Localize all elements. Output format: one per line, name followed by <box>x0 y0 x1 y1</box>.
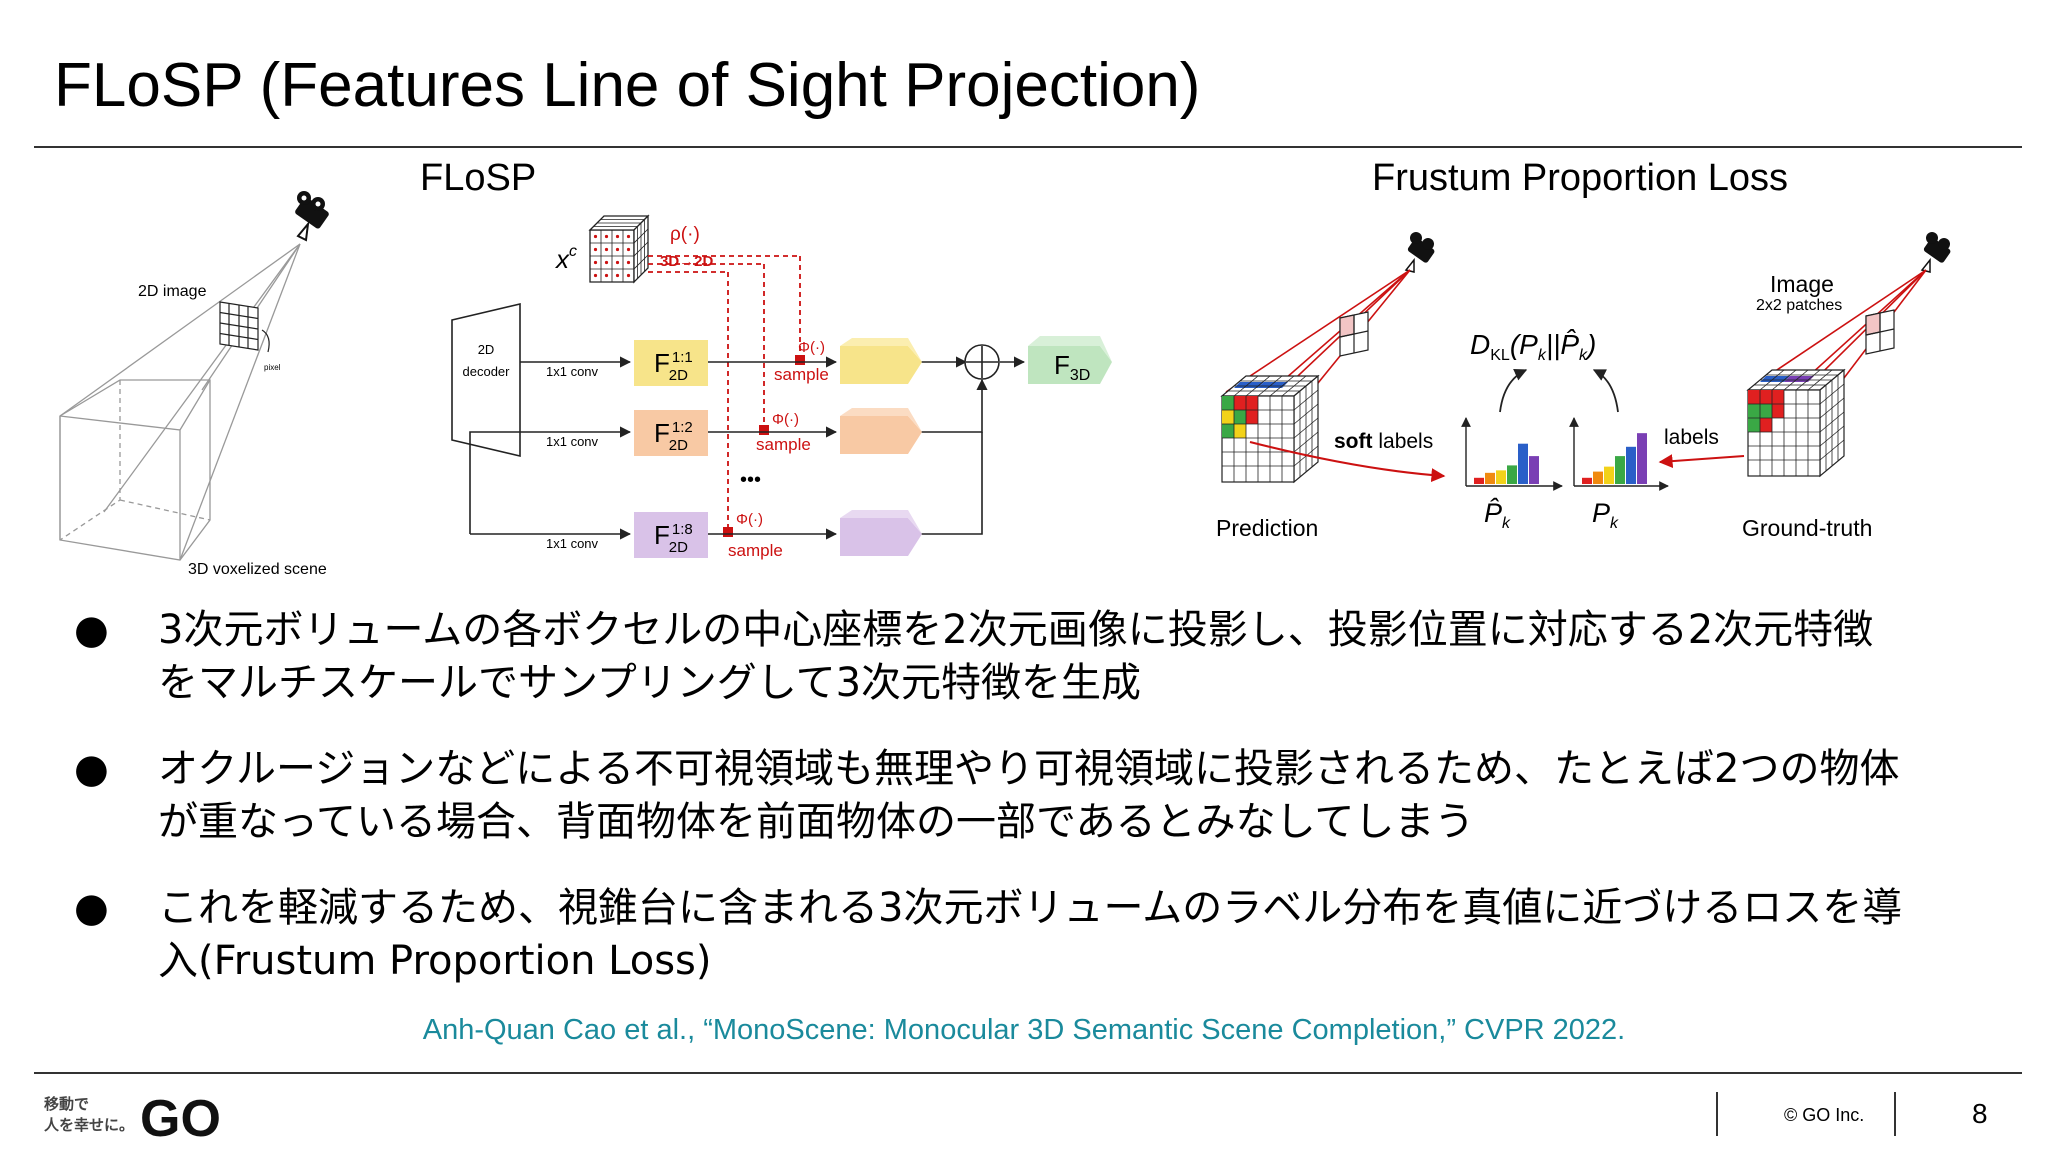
slide-title: FLoSP (Features Line of Sight Projection… <box>54 51 1201 120</box>
method-diagram: 2D image pixel 3D voxelized scene <box>59 191 1951 578</box>
bullet-list: ● 3次元ボリュームの各ボクセルの中心座標を2次元画像に投影し、投影位置に対応す… <box>74 604 2014 1021</box>
p-label: Pk <box>1592 498 1619 532</box>
decoder-label-2: decoder <box>463 364 511 379</box>
bullet-line: が重なっている場合、背面物体を前面物体の一部であるとみなしてしまう <box>158 799 1475 845</box>
bullet-line: 3次元ボリュームの各ボクセルの中心座標を2次元画像に投影し、投影位置に対応する2… <box>158 607 1874 653</box>
title-rule <box>34 146 2022 148</box>
copyright: © GO Inc. <box>1784 1105 1865 1125</box>
ground-truth-voxel-grid <box>1746 368 1846 478</box>
xc-label: xc <box>554 243 577 274</box>
sum-node <box>964 344 1000 380</box>
conv-label-1: 1x1 conv <box>546 364 599 379</box>
bullet-item: ● これを軽減するため、視錐台に含まれる3次元ボリュームのラベル分布を真値に近づ… <box>74 882 2014 988</box>
f2d-1-2-box <box>634 410 708 456</box>
frustum-proportion-loss: Prediction soft labels P̂k Pk DKL(Pk||P̂… <box>1216 232 1951 541</box>
sample-label-1: sample <box>774 365 829 384</box>
f3d-label: F3D <box>1054 350 1090 384</box>
citation: Anh-Quan Cao et al., “MonoScene: Monocul… <box>422 1014 1626 1046</box>
histogram-bar <box>1593 471 1603 484</box>
f3d-block <box>1028 336 1112 384</box>
p-hat-label: P̂k <box>1484 498 1511 532</box>
dkl-formula: DKL(Pk||P̂k) <box>1470 329 1596 364</box>
bullet-dot: ● <box>74 607 109 653</box>
image-label: 2D image <box>138 283 207 300</box>
bullet-line: これを軽減するため、視錐台に含まれる3次元ボリュームのラベル分布を真値に近づける… <box>158 885 1903 931</box>
flosp-heading: FLoSP <box>420 157 537 199</box>
histogram-bar <box>1615 456 1625 484</box>
bullet-line: をマルチスケールでサンプリングして3次元特徴を生成 <box>158 660 1142 706</box>
conv-label-2: 1x1 conv <box>546 434 599 449</box>
camera-scene-illustration: 2D image pixel 3D voxelized scene <box>59 191 329 578</box>
flosp-pipeline: xc ρ(·) 3D→2D 2D decoder <box>451 214 1112 560</box>
conv-label-3: 1x1 conv <box>546 536 599 551</box>
voxel-cube <box>588 214 650 284</box>
ground-truth-distribution-bars <box>1582 433 1647 484</box>
histogram-bar <box>1637 433 1647 484</box>
continuation-dots: ••• <box>740 469 761 491</box>
slogan-line: 人を幸せに。 <box>44 1116 135 1134</box>
camera-icon <box>1920 232 1951 273</box>
histogram-bar <box>1529 456 1539 484</box>
bullet-line: オクルージョンなどによる不可視領域も無理やり可視領域に投影されるため、たとえば2… <box>158 746 1900 792</box>
sample-point-3 <box>723 527 733 537</box>
gt-image-patch <box>1865 309 1895 355</box>
go-logo-text: GO <box>140 1090 221 1142</box>
footer-divider <box>1716 1092 1718 1136</box>
decoder-block <box>451 302 521 458</box>
feature-prism-3 <box>840 510 922 556</box>
footer-divider <box>1894 1092 1896 1136</box>
footer-rule <box>34 1072 2022 1074</box>
sample-point-2 <box>759 425 769 435</box>
soft-labels-text: soft labels <box>1334 430 1433 453</box>
fpl-heading: Frustum Proportion Loss <box>1372 157 1789 199</box>
predicted-distribution-bars <box>1474 443 1539 484</box>
histogram-bar <box>1518 443 1528 484</box>
histogram-bar <box>1582 477 1592 484</box>
image-title: Image <box>1770 271 1834 297</box>
rho-label: ρ(·) <box>670 224 700 245</box>
camera-icon <box>295 191 329 242</box>
histogram-bar <box>1507 465 1517 484</box>
scene-label: 3D voxelized scene <box>188 561 327 578</box>
pred-image-patch <box>1339 311 1369 357</box>
projection-lines <box>648 255 801 532</box>
sample-point-1 <box>795 355 805 365</box>
phi-label-1: Φ(·) <box>798 339 825 356</box>
go-logo: GO <box>140 1090 221 1148</box>
page-number: 8 <box>1972 1098 1988 1129</box>
prediction-voxel-grid <box>1220 374 1320 484</box>
histogram-bar <box>1496 470 1506 484</box>
phi-label-3: Φ(·) <box>736 511 763 528</box>
phi-label-2: Φ(·) <box>772 411 799 428</box>
camera-icon <box>1404 232 1435 273</box>
bullet-item: ● 3次元ボリュームの各ボクセルの中心座標を2次元画像に投影し、投影位置に対応す… <box>74 604 2014 710</box>
prediction-label: Prediction <box>1216 515 1318 541</box>
bullet-dot: ● <box>74 885 109 931</box>
projection-label: 3D→2D <box>660 253 714 270</box>
pixel-label: pixel <box>264 363 281 372</box>
feature-prism-2 <box>840 408 922 454</box>
sample-label-2: sample <box>756 435 811 454</box>
image-plane <box>219 301 259 351</box>
labels-text: labels <box>1664 426 1719 449</box>
footer-brand: 移動で 人を幸せに。 GO <box>44 1088 236 1148</box>
slogan-line: 移動で <box>44 1095 90 1113</box>
patches-label: 2x2 patches <box>1756 297 1842 314</box>
bullet-item: ● オクルージョンなどによる不可視領域も無理やり可視領域に投影されるため、たとえ… <box>74 743 2014 849</box>
bullet-dot: ● <box>74 746 109 792</box>
feature-prism-1 <box>840 338 922 384</box>
histogram-bar <box>1474 477 1484 484</box>
histogram-bar <box>1626 446 1636 484</box>
ground-truth-label: Ground-truth <box>1742 515 1872 541</box>
f2d-1-1-box <box>634 340 708 386</box>
sample-label-3: sample <box>728 541 783 560</box>
histogram-bar <box>1604 466 1614 484</box>
bullet-line: 入(Frustum Proportion Loss) <box>158 938 712 984</box>
histogram-bar <box>1485 472 1495 484</box>
decoder-label-1: 2D <box>478 342 495 357</box>
f2d-1-8-box <box>634 512 708 558</box>
